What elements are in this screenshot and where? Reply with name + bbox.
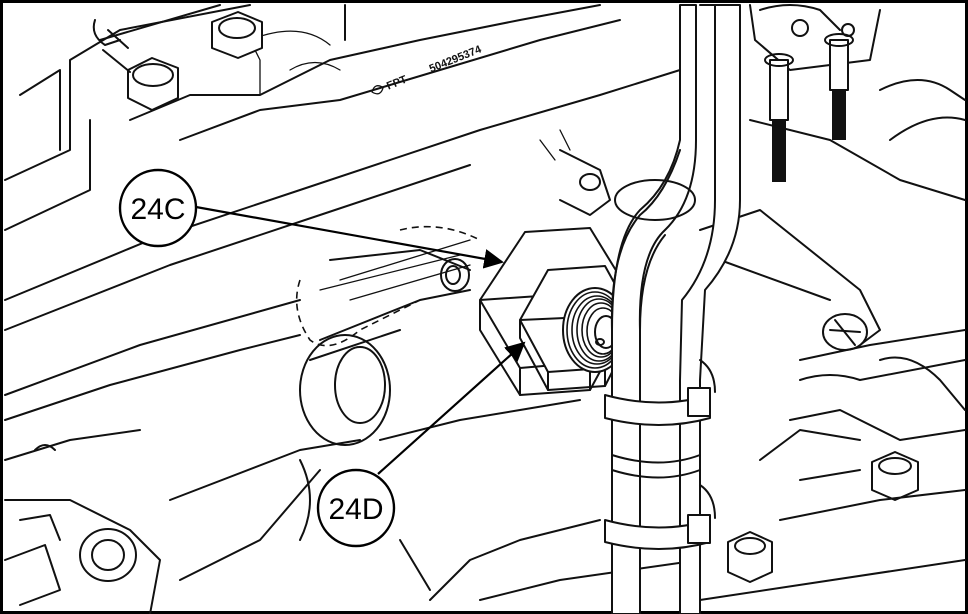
lower-left-casting (4, 399, 601, 614)
fpt-logo-icon (371, 85, 384, 95)
leader-24c (195, 205, 504, 269)
pipe-clamp-upper (604, 394, 711, 426)
callout-24d-label: 24D (328, 493, 383, 526)
stud-right (829, 39, 849, 91)
upper-right-bracket (749, 4, 966, 201)
wiring-harness (295, 129, 611, 446)
bolt-group-top-left (92, 4, 263, 111)
leader-24d (377, 341, 526, 475)
stud-left (769, 59, 789, 121)
callout-24c: 24C (118, 168, 198, 248)
callout-24c-label: 24C (130, 193, 185, 226)
callout-24d: 24D (316, 468, 396, 548)
coolant-pipe (604, 4, 741, 614)
lower-right-assembly (479, 209, 966, 601)
